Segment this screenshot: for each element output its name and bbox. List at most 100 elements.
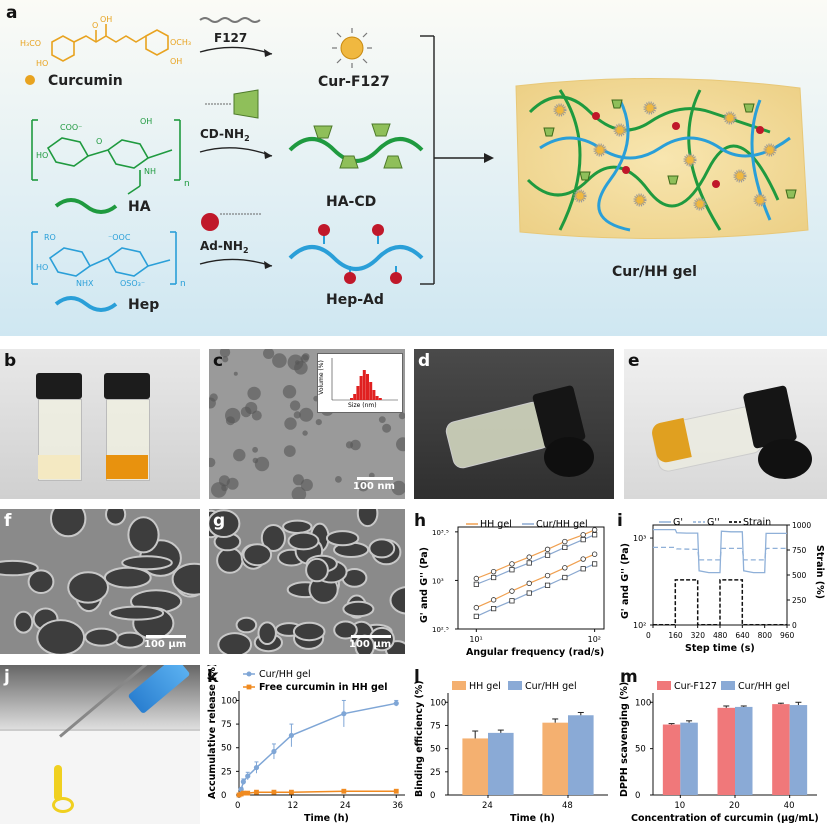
panel-letter-b: b xyxy=(4,351,17,371)
legend-label: G'' xyxy=(707,517,720,528)
x-tick-label: 0 xyxy=(646,631,651,640)
bar xyxy=(662,724,681,795)
x-tick-label: 36 xyxy=(392,801,403,811)
data-point xyxy=(544,546,551,553)
inset-histogram-bar xyxy=(372,390,376,400)
sem-pore xyxy=(356,509,379,528)
sem-pore xyxy=(333,620,358,640)
y-tick-label: 25 xyxy=(430,768,441,778)
size-distribution-inset: Size (nm) Volume (%) xyxy=(317,353,403,413)
x-axis-label: Step time (s) xyxy=(685,643,755,654)
scale-label-g: 100 μm xyxy=(349,639,392,650)
sem-pore xyxy=(287,531,320,551)
y-tick-label: 50 xyxy=(635,745,646,755)
tem-nanoparticle xyxy=(233,448,246,462)
legend-marker xyxy=(246,671,252,677)
tem-nanoparticle xyxy=(222,356,229,363)
tem-image xyxy=(209,349,405,499)
y-tick-label: 75 xyxy=(221,720,232,730)
y-axis-label: Binding efficiency (%) xyxy=(414,680,425,797)
chem-nhx: NHX xyxy=(76,279,94,288)
sem-image-g xyxy=(209,509,405,654)
y-tick-label: 100 xyxy=(430,698,446,708)
tem-nanoparticle xyxy=(335,476,342,483)
tem-nanoparticle xyxy=(358,480,369,492)
tem-nanoparticle xyxy=(252,446,258,453)
y-tick-label: 10³ xyxy=(633,534,646,543)
tem-nanoparticle xyxy=(294,361,308,375)
curcumin-structure xyxy=(51,24,169,62)
legend-label: Cur/HH gel xyxy=(536,519,588,530)
sem-pore xyxy=(217,632,253,654)
sem-pore xyxy=(36,619,86,654)
inset-histogram-bar xyxy=(359,376,363,400)
hep-structure xyxy=(31,231,177,285)
gel-micelle-icon xyxy=(733,169,747,183)
merge-bracket xyxy=(420,35,486,285)
label-ha-cd: HA-CD xyxy=(326,194,376,210)
inset-histogram-bar xyxy=(375,396,379,400)
photo-b-vials: b xyxy=(0,349,200,499)
ha-structure xyxy=(31,119,181,195)
data-point xyxy=(562,544,568,551)
y2-axis-label: Strain (%) xyxy=(814,545,825,599)
series-line xyxy=(238,702,397,796)
data-point xyxy=(544,572,551,579)
data-point xyxy=(580,532,586,538)
tem-nanoparticle xyxy=(391,480,405,496)
gel-cyclodextrin-icon xyxy=(543,127,555,137)
sem-pore xyxy=(105,509,127,526)
photo-j-injection: j xyxy=(0,665,200,824)
panel-letter-i: i xyxy=(617,511,623,531)
data-point xyxy=(580,537,586,543)
panel-letter-h: h xyxy=(414,511,427,531)
cd-molecule-icon xyxy=(205,89,259,119)
tem-nanoparticle xyxy=(226,477,239,490)
data-point xyxy=(544,582,551,588)
data-point xyxy=(592,532,598,538)
chem-keto: O xyxy=(92,21,98,30)
x-tick-label: 12 xyxy=(287,801,298,811)
y-axis-label: Accumulative release (%) xyxy=(207,665,218,799)
data-point xyxy=(592,561,598,567)
arrow-cd-head xyxy=(264,151,272,159)
ha-chain-icon xyxy=(54,198,118,214)
bar xyxy=(789,705,808,795)
arrow-f127-head xyxy=(264,49,272,57)
gel-micelle-icon xyxy=(723,111,737,125)
ad-molecule-icon xyxy=(201,213,262,231)
panel-letter-k: k xyxy=(207,667,219,687)
y-tick-label: 75 xyxy=(430,721,441,731)
sem-pore xyxy=(103,566,152,589)
x-tick-label: 40 xyxy=(784,801,795,811)
data-point xyxy=(509,567,515,573)
panel-letter-d: d xyxy=(418,351,431,371)
x-tick-label: 640 xyxy=(735,631,750,640)
chem-enol: OH xyxy=(100,15,112,24)
data-point xyxy=(289,789,294,795)
gel-micelle-icon xyxy=(693,197,707,211)
data-point xyxy=(473,575,480,582)
y-axis-label: DPPH scavenging (%) xyxy=(619,682,630,797)
inset-xlabel: Size (nm) xyxy=(348,402,377,409)
y-tick-label: 100 xyxy=(221,696,237,706)
panel-letter-j: j xyxy=(4,667,10,687)
label-hep-ad: Hep-Ad xyxy=(326,292,384,308)
y-tick-label: 0 xyxy=(430,791,435,801)
data-point xyxy=(393,700,399,706)
curcumin-dot-icon xyxy=(25,75,35,85)
chem-ho-hep: HO xyxy=(36,263,48,272)
sem-pore xyxy=(325,530,360,547)
series-line xyxy=(653,528,787,574)
sem-pore xyxy=(282,519,313,534)
y-tick-label: 10³.⁵ xyxy=(432,529,449,537)
x-tick-label: 24 xyxy=(340,801,351,811)
data-point xyxy=(509,561,515,567)
label-curcumin: Curcumin xyxy=(48,73,123,89)
tem-nanoparticle xyxy=(291,486,307,499)
gel-cyclodextrin-icon xyxy=(579,171,591,181)
data-point xyxy=(393,788,399,794)
sem-pore xyxy=(257,621,277,645)
y-axis-label: G' and G'' (Pa) xyxy=(419,547,430,623)
